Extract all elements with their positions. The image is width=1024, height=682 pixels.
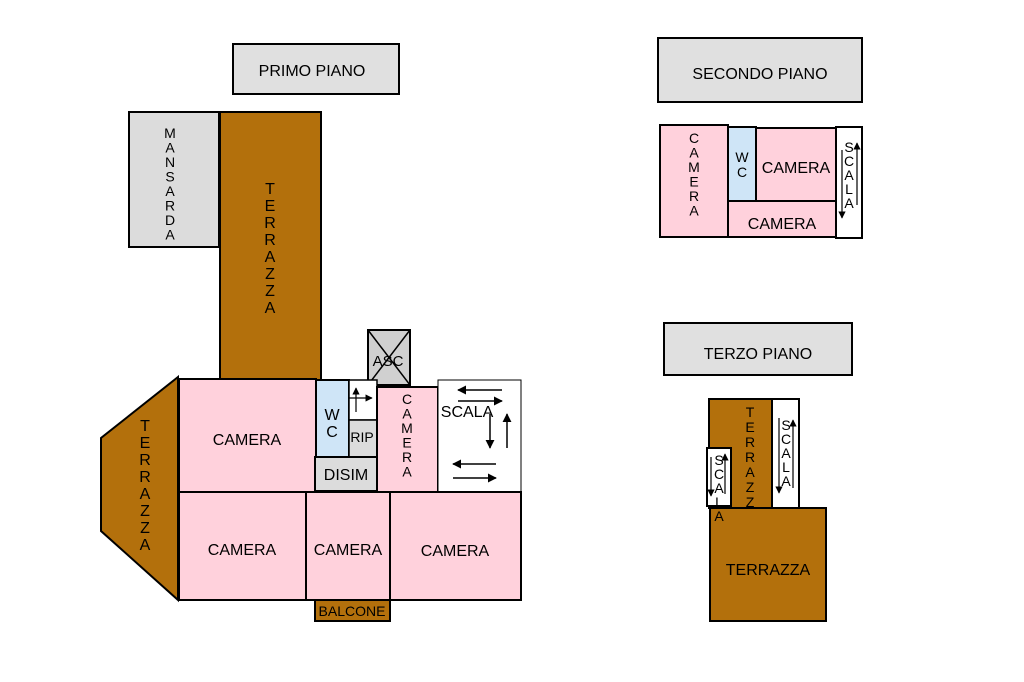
room-mansarda: [128, 111, 220, 248]
corridor: [348, 379, 378, 421]
room-balcone: [314, 599, 391, 622]
secondo-piano-title-box: [657, 37, 863, 103]
room-disim: [314, 456, 378, 492]
room-camera-4: [389, 491, 522, 601]
room-camera-3-label: CAMERA: [314, 542, 383, 559]
room-terrazza-3: [709, 507, 827, 622]
room-camera-2: [178, 491, 307, 601]
room-scala: [437, 379, 522, 494]
room-asc-label: ASC: [373, 353, 404, 370]
room-rip-label: RIP: [350, 429, 373, 445]
room-camera-1-label: CAMERA: [213, 432, 282, 449]
room-balcone-label: BALCONE: [319, 603, 386, 619]
asc-cross-line-2: [367, 329, 411, 386]
room-camera-3: [305, 491, 391, 601]
room-scala-label: SCALA: [441, 404, 494, 421]
room-disim-label: DISIM: [324, 467, 368, 484]
room-camera-2-label: CAMERA: [208, 542, 277, 559]
primo-piano-title-box: [232, 43, 400, 95]
room-wc-2: [727, 126, 757, 202]
room-camera-vertical-2: [659, 124, 729, 238]
secondo-piano-title: SECONDO PIANO: [692, 66, 827, 83]
room-terrazza-3-label: TERRAZZA: [726, 562, 811, 579]
room-terrazza-top: [219, 111, 322, 381]
room-camera-2-2-label: CAMERA: [748, 216, 817, 233]
room-camera-2-2: [727, 200, 837, 238]
terzo-piano-title: TERZO PIANO: [704, 346, 812, 363]
terzo-piano-title-box: [663, 322, 853, 376]
room-camera-4-label: CAMERA: [421, 543, 490, 560]
terzo-piano: TERZO PIANO TERRAZZA SCALA TERRAZZA SCAL…: [663, 322, 853, 622]
primo-piano-title: PRIMO PIANO: [259, 63, 366, 80]
room-terrazza-vertical-3-label: TERRAZZA: [745, 404, 755, 525]
room-camera-2-1-label: CAMERA: [762, 160, 831, 177]
